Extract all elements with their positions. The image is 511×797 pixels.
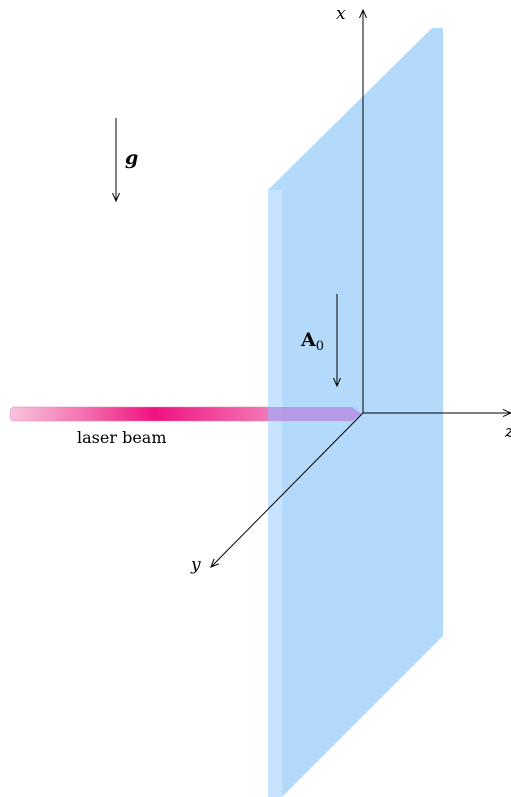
z-axis-label: z (504, 422, 511, 442)
field-label: A0 (300, 329, 324, 354)
laser-beam-through-plate (268, 407, 362, 421)
y-axis (211, 412, 364, 567)
gravity-label: g (125, 147, 138, 169)
plate-front-edge (268, 190, 282, 797)
x-axis-label: x (336, 4, 346, 24)
beam-label: laser beam (77, 428, 167, 447)
y-axis-label: y (190, 555, 201, 575)
laser-beam (9, 406, 273, 422)
